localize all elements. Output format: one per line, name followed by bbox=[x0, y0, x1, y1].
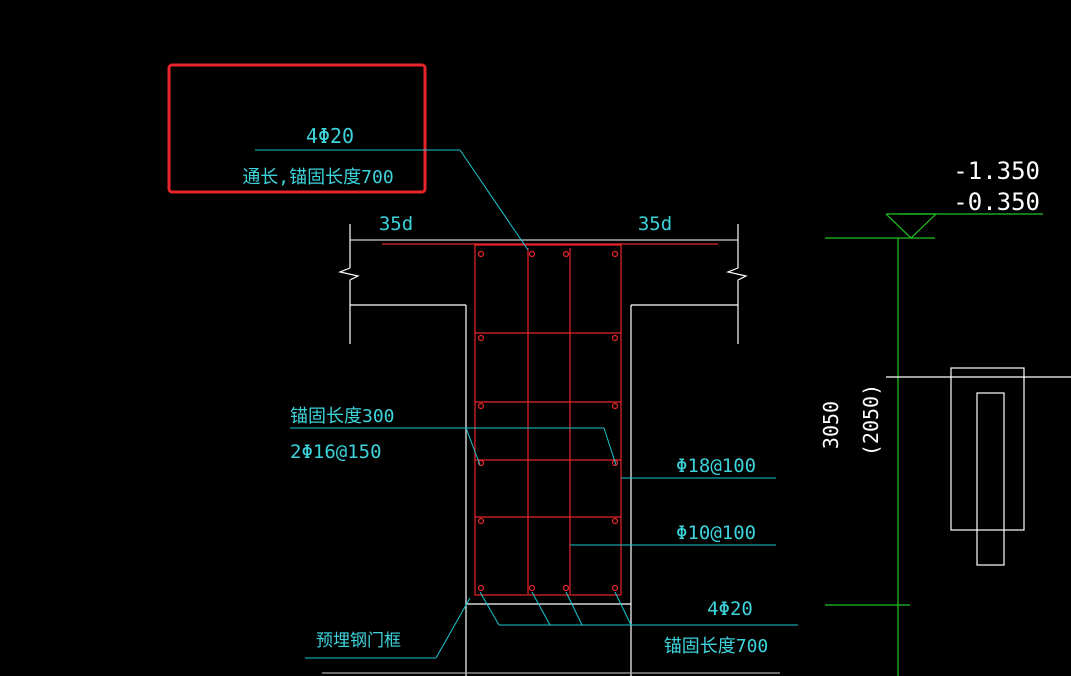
bottom-bar-count: 4Φ20 bbox=[707, 598, 753, 620]
elevation-marker bbox=[825, 213, 1043, 676]
anchor-length-left: 35d bbox=[379, 213, 413, 235]
top-bar-note: 通长,锚固长度700 bbox=[242, 167, 393, 188]
leader-lines bbox=[255, 149, 798, 659]
rebar-cage bbox=[382, 243, 718, 596]
side-bars-spec: 2Φ16@150 bbox=[290, 441, 382, 463]
side-column-elevation bbox=[886, 367, 1071, 566]
anchor-length-right: 35d bbox=[638, 213, 672, 235]
height-dimension-alt: (2050) bbox=[859, 384, 883, 456]
highlight-box bbox=[167, 63, 427, 194]
concrete-outline bbox=[322, 224, 780, 676]
elevation-value-top: -1.350 bbox=[953, 157, 1040, 185]
embedded-frame-label: 预埋钢门框 bbox=[316, 631, 401, 651]
bottom-bar-note: 锚固长度700 bbox=[664, 636, 769, 657]
top-bar-count: 4Φ20 bbox=[306, 124, 354, 148]
side-anchor-length: 锚固长度300 bbox=[290, 406, 395, 427]
stirrup-inner-spec: Φ10@100 bbox=[676, 522, 756, 544]
stirrup-outer-spec: Φ18@100 bbox=[676, 455, 756, 477]
height-dimension-main: 3050 bbox=[819, 401, 843, 449]
elevation-value-second: -0.350 bbox=[953, 188, 1040, 216]
